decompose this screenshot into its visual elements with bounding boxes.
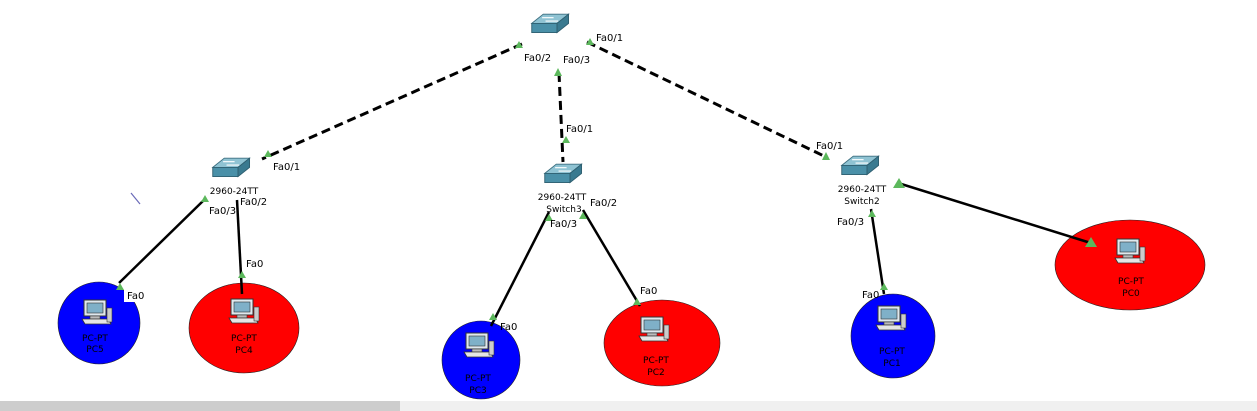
horizontal-scrollbar[interactable] bbox=[0, 401, 1257, 411]
root-switch[interactable] bbox=[531, 13, 570, 34]
vlan-circle-pc3 bbox=[441, 320, 521, 400]
port-label-left-fa03: Fa0/3 bbox=[209, 206, 236, 217]
pc4-name: PC4 bbox=[235, 346, 253, 356]
port-label-right-fa03: Fa0/3 bbox=[837, 217, 864, 228]
link-root-mid[interactable] bbox=[557, 72, 565, 163]
vlan-circle-pc2 bbox=[603, 299, 721, 387]
link-mid-pc3[interactable] bbox=[489, 211, 551, 327]
pc1-name: PC1 bbox=[883, 359, 900, 369]
vlan-circle-pc1 bbox=[850, 293, 936, 379]
stray-mark bbox=[130, 192, 141, 205]
link-left-pc4[interactable] bbox=[235, 199, 244, 295]
port-label-root-fa01: Fa0/1 bbox=[596, 33, 623, 44]
pc3-type: PC-PT bbox=[465, 374, 491, 384]
switch-left[interactable] bbox=[212, 157, 251, 178]
port-label-mid-fa02: Fa0/2 bbox=[590, 198, 617, 209]
port-label-left-fa01: Fa0/1 bbox=[273, 162, 300, 173]
pc4-type: PC-PT bbox=[231, 334, 257, 344]
pc1-type: PC-PT bbox=[879, 347, 905, 357]
link-mid-pc2[interactable] bbox=[581, 209, 642, 307]
port-label-pc1-fa0: Fa0 bbox=[862, 290, 879, 301]
switch-icon bbox=[212, 157, 251, 178]
link-root-left[interactable] bbox=[261, 42, 523, 161]
port-label-mid-fa01: Fa0/1 bbox=[566, 124, 593, 135]
port-label-pc2-fa0: Fa0 bbox=[640, 286, 657, 297]
pc0-name: PC0 bbox=[1122, 289, 1140, 299]
switch-mid-name: Switch3 bbox=[546, 205, 581, 215]
port-label-root-fa02: Fa0/2 bbox=[524, 53, 551, 64]
switch-right-model: 2960-24TT bbox=[838, 185, 887, 195]
switch-icon bbox=[544, 163, 583, 184]
vlan-circle-pc4 bbox=[188, 282, 300, 374]
pc2-name: PC2 bbox=[647, 368, 664, 378]
port-label-right-fa01: Fa0/1 bbox=[816, 141, 843, 152]
link-right-pc0[interactable] bbox=[897, 181, 1095, 246]
switch-icon bbox=[531, 13, 570, 34]
switch-right-name: Switch2 bbox=[844, 197, 879, 207]
port-label-mid-fa03: Fa0/3 bbox=[550, 219, 577, 230]
link-right-pc1[interactable] bbox=[869, 208, 886, 295]
switch-left-model: 2960-24TT bbox=[210, 187, 259, 197]
pc0-type: PC-PT bbox=[1118, 277, 1144, 287]
pc5-name: PC5 bbox=[86, 345, 103, 355]
pc5-type: PC-PT bbox=[82, 334, 108, 344]
port-label-left-fa02: Fa0/2 bbox=[240, 197, 267, 208]
pc2-type: PC-PT bbox=[643, 356, 669, 366]
switch-mid[interactable] bbox=[544, 163, 583, 184]
link-root-right[interactable] bbox=[586, 40, 827, 159]
switch-icon bbox=[841, 155, 880, 176]
switch-mid-model: 2960-24TT bbox=[538, 193, 587, 203]
port-label-root-fa03: Fa0/3 bbox=[563, 55, 590, 66]
scrollbar-thumb[interactable] bbox=[0, 401, 400, 411]
port-label-pc3-fa0: Fa0 bbox=[500, 322, 517, 333]
link-left-pc5[interactable] bbox=[118, 199, 205, 284]
link-status-indicators bbox=[116, 38, 1097, 320]
port-label-pc4-fa0: Fa0 bbox=[246, 259, 263, 270]
switch-right[interactable] bbox=[841, 155, 880, 176]
port-label-pc5-fa0: Fa0 bbox=[127, 291, 144, 302]
pc3-name: PC3 bbox=[469, 386, 486, 396]
